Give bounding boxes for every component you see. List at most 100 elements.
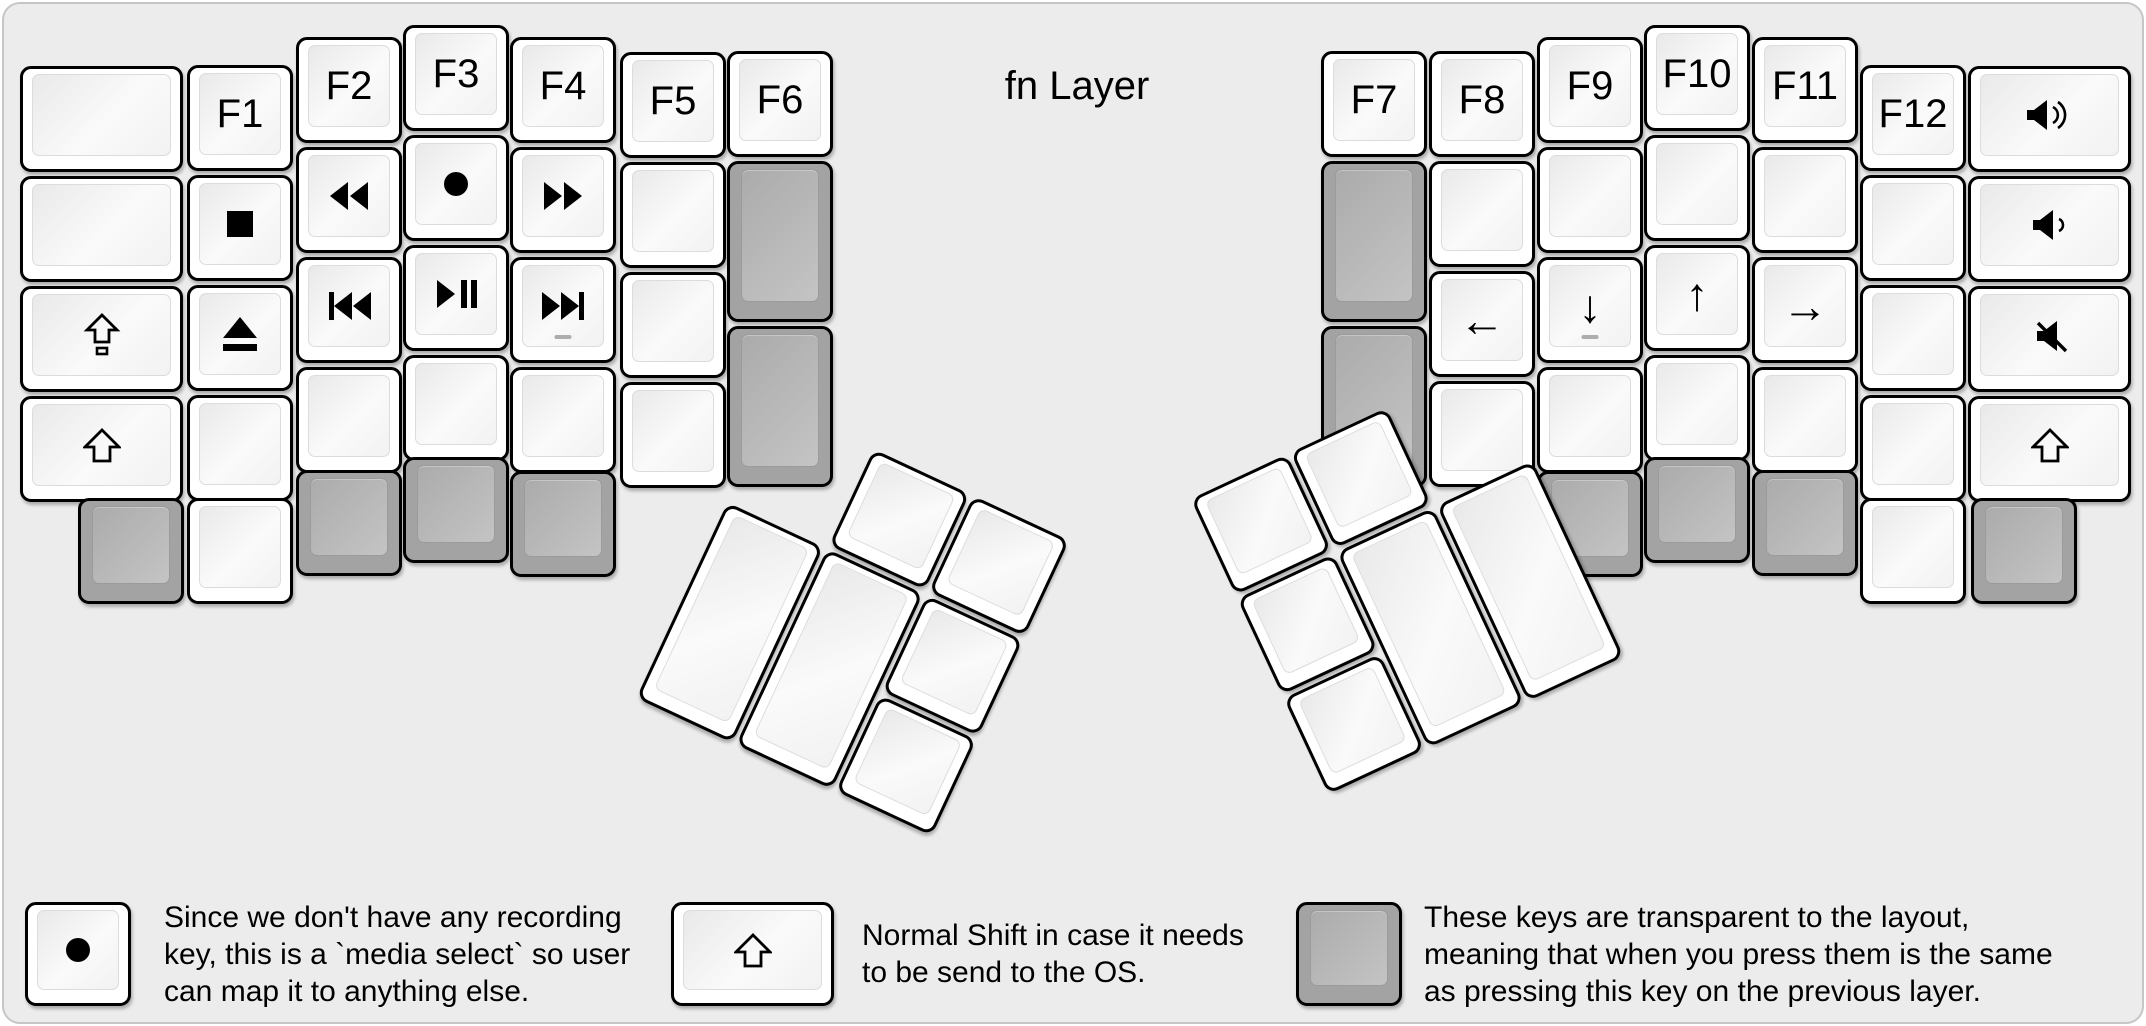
keycap [1549, 155, 1631, 237]
keycap [632, 170, 714, 252]
key-transparent [1644, 457, 1750, 563]
key-blank [1860, 175, 1966, 281]
keycap [522, 375, 604, 457]
keycap [1980, 74, 2119, 156]
keycap: F1 [199, 73, 281, 155]
key-blank [620, 382, 726, 488]
keycap [32, 74, 171, 156]
keycap [199, 506, 281, 588]
key-f3: F3 [403, 25, 509, 131]
key-blank [20, 176, 183, 282]
key-blank [1860, 285, 1966, 391]
keycap [1310, 910, 1388, 986]
key-label: F9 [1566, 63, 1614, 108]
key-f6: F6 [727, 51, 833, 157]
keycap [1549, 375, 1631, 457]
key-blank [1860, 395, 1966, 501]
key-blank [20, 66, 183, 172]
key-blank [403, 355, 509, 461]
legend-line: to be send to the OS. [862, 956, 1146, 989]
caps-shift-icon [83, 313, 121, 357]
key-blank [620, 162, 726, 268]
key-transparent-tall [727, 161, 833, 322]
keycap [1441, 389, 1523, 471]
key-volume-down [1968, 176, 2131, 282]
keycap [1872, 293, 1954, 375]
homing-dash [1581, 335, 1599, 339]
keycap: F2 [308, 45, 390, 127]
keycap [1335, 169, 1413, 302]
keycap: F9 [1549, 45, 1631, 127]
volume-down-icon [2025, 207, 2075, 243]
keycap [37, 910, 119, 990]
keycap [1980, 184, 2119, 266]
key-transparent [510, 471, 616, 577]
key-label: F7 [1350, 77, 1398, 122]
key-transparent [78, 498, 184, 604]
legend-line: These keys are transparent to the layout… [1424, 900, 1970, 934]
keycap [1251, 566, 1361, 676]
key-rewind [296, 147, 402, 253]
legend-transparent-keys-key [1296, 902, 1402, 1006]
keycap [741, 334, 819, 467]
key-next-track [510, 257, 616, 363]
key-transparent [296, 470, 402, 576]
key-transparent [403, 457, 509, 563]
key-blank [1537, 147, 1643, 253]
record-icon [443, 171, 469, 197]
keycap: F10 [1656, 33, 1738, 115]
keycap [522, 265, 604, 347]
key-f5: F5 [620, 52, 726, 158]
shift-icon [733, 932, 772, 968]
keycap [199, 293, 281, 375]
arrow-right-icon: → [1782, 280, 1828, 332]
key-volume-up [1968, 66, 2131, 172]
keycap [1872, 403, 1954, 485]
legend-line: Normal Shift in case it needs [862, 919, 1244, 952]
key-label: F11 [1772, 63, 1838, 108]
keycap [92, 506, 170, 584]
key-f12: F12 [1860, 65, 1966, 171]
keycap [853, 707, 963, 817]
legend-line: can map it to anything else. [164, 974, 530, 1008]
key-label: F4 [539, 63, 587, 108]
keycap [415, 253, 497, 335]
key-blank [1860, 498, 1966, 604]
key-fast-forward [510, 147, 616, 253]
keycap [1980, 294, 2119, 376]
keycap [199, 403, 281, 485]
legend-transparent-keys-text: These keys are transparent to the layout… [1424, 900, 2053, 1008]
eject-icon [221, 316, 259, 352]
keycap [32, 184, 171, 266]
key-f4: F4 [510, 37, 616, 143]
keycap [417, 465, 495, 543]
key-arrow-down: ↓ [1537, 257, 1643, 363]
record-icon [65, 937, 91, 963]
keycap: ↑ [1656, 253, 1738, 335]
key-record [403, 135, 509, 241]
key-f7: F7 [1321, 51, 1427, 157]
next-track-icon [541, 290, 586, 322]
keycap [199, 183, 281, 265]
key-prev-track [296, 257, 402, 363]
keycap [308, 265, 390, 347]
keycap [1872, 506, 1954, 588]
fast-forward-icon [542, 180, 584, 212]
keycap [632, 390, 714, 472]
legend-normal-shift-text: Normal Shift in case it needs to be send … [862, 902, 1244, 1006]
keycap [308, 375, 390, 457]
key-blank [1644, 355, 1750, 461]
keycap [1980, 404, 2119, 486]
keycap [1766, 478, 1844, 556]
key-f9: F9 [1537, 37, 1643, 143]
key-play-pause [403, 245, 509, 351]
arrow-down-icon: ↓ [1578, 280, 1602, 332]
homing-dash [554, 335, 572, 339]
keycap: F3 [415, 33, 497, 115]
key-blank [296, 367, 402, 473]
key-shift [1968, 396, 2131, 502]
key-blank [510, 367, 616, 473]
keycap [415, 363, 497, 445]
